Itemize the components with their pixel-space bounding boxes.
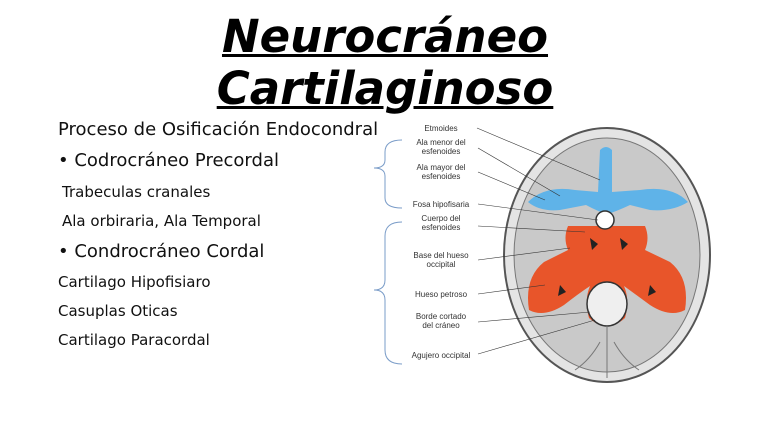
foramen-magnum: [586, 281, 628, 327]
label-base-2: occipital: [426, 260, 456, 269]
precordal-region: [528, 147, 688, 214]
label-base-1: Base del hueso: [413, 251, 469, 260]
subitem-paracordal: Cartilago Paracordal: [58, 331, 210, 349]
bullet-cordal: • Condrocráneo Cordal: [58, 241, 265, 262]
label-borde-2: del cráneo: [422, 321, 460, 330]
brace-precordal: [373, 139, 403, 209]
occipital-ridges: [574, 326, 640, 378]
label-ala-menor-1: Ala menor del: [416, 138, 466, 147]
cordal-region: [528, 226, 686, 326]
pituitary-fossa: [595, 210, 615, 230]
label-cuerpo-2: esfenoides: [421, 223, 461, 232]
label-ala-mayor-1: Ala mayor del: [416, 163, 466, 172]
label-ala-mayor-2: esfenoides: [421, 172, 461, 181]
label-agujero: Agujero occipital: [411, 351, 471, 360]
label-etmoides: Etmoides: [424, 124, 458, 133]
brace-cordal: [373, 221, 403, 365]
label-petroso: Hueso petroso: [414, 290, 468, 299]
label-borde-1: Borde cortado: [415, 312, 467, 321]
subitem-capsulas: Casuplas Oticas: [58, 302, 178, 320]
title-line-2: Cartilaginoso: [216, 62, 554, 115]
leader-lines: [476, 127, 601, 355]
subitem-hipofisiario: Cartilago Hipofisiaro: [58, 273, 211, 291]
title-line-1: Neurocráneo: [221, 10, 549, 63]
label-fosa: Fosa hipofisaria: [412, 200, 470, 209]
label-cuerpo-1: Cuerpo del: [421, 214, 461, 223]
label-ala-menor-2: esfenoides: [421, 147, 461, 156]
heading-text: Proceso de Osificación Endocondral: [58, 119, 379, 140]
subitem-trabeculas: Trabeculas cranales: [62, 183, 211, 201]
subitem-ala: Ala orbiraria, Ala Temporal: [62, 212, 261, 230]
bullet-precordal: • Codrocráneo Precordal: [58, 150, 279, 171]
